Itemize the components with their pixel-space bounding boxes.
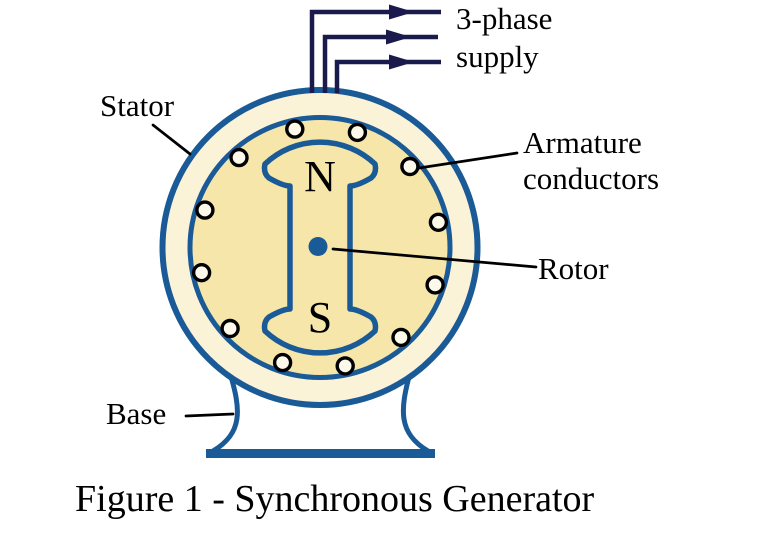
stator-leader-line (151, 123, 192, 156)
stator-label: Stator (100, 88, 175, 123)
supply-arrow-1 (389, 4, 414, 20)
armature-conductor (391, 327, 411, 348)
south-pole-letter: S (308, 293, 332, 342)
armature-conductor (195, 200, 215, 220)
rotor-shaft-dot (308, 237, 328, 256)
armature-conductor (229, 147, 249, 168)
armature-conductor (400, 156, 420, 177)
supply-wire-2 (322, 34, 438, 93)
armature-leader-line (417, 151, 519, 170)
leader-lines (151, 123, 538, 418)
rotor-leader-line (331, 247, 538, 269)
armature-conductor (272, 352, 293, 373)
supply-arrow-2 (386, 29, 411, 45)
figure-caption: Figure 1 - Synchronous Generator (75, 478, 595, 520)
base-label: Base (106, 396, 166, 431)
armature-conductor (347, 122, 368, 143)
armature-conductor (191, 263, 212, 283)
supply-label-line2: supply (456, 39, 539, 74)
rotor: N S (261, 139, 379, 356)
base-left-edge (210, 370, 240, 454)
supply-wire-1 (309, 9, 441, 93)
supply-arrow-3 (389, 54, 414, 70)
armature-label-line1: Armature (523, 125, 642, 160)
armature-label-line2: conductors (523, 161, 659, 196)
base-right-edge (400, 370, 431, 454)
supply-wires (309, 4, 441, 93)
armature-conductor (285, 119, 305, 139)
armature-conductor (335, 356, 355, 376)
armature-conductor (428, 212, 449, 233)
base-leader-line (184, 412, 235, 418)
rotor-label: Rotor (538, 251, 609, 286)
armature-conductor (425, 275, 445, 295)
supply-label-line1: 3-phase (456, 1, 552, 36)
armature-conductor (220, 318, 240, 339)
armature-conductors (191, 119, 449, 376)
north-pole-letter: N (304, 152, 336, 201)
